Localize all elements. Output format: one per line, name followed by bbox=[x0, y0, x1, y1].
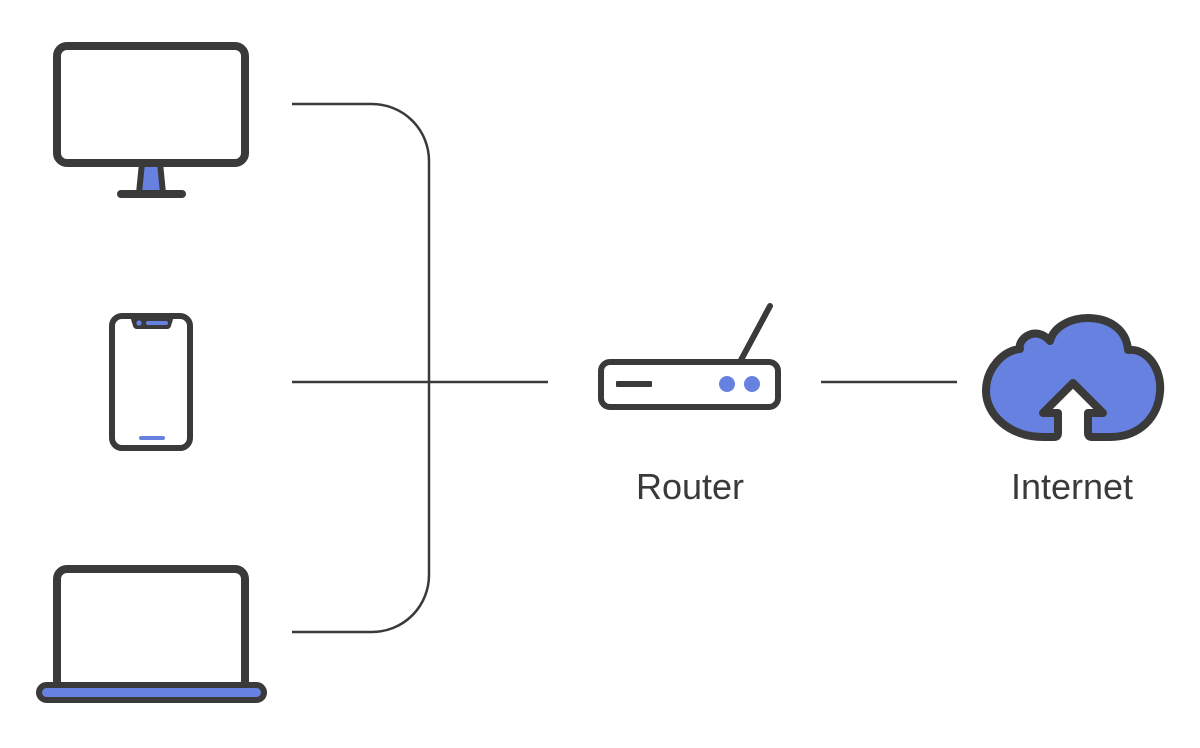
phone-home-bar bbox=[139, 436, 165, 440]
router-slot bbox=[616, 381, 652, 387]
router-body bbox=[598, 359, 781, 410]
router-antenna bbox=[738, 303, 773, 363]
router-light-1 bbox=[719, 376, 735, 392]
cloud-shape bbox=[982, 314, 1165, 441]
laptop-base bbox=[36, 682, 267, 703]
router-icon bbox=[598, 303, 781, 410]
router-light-2 bbox=[744, 376, 760, 392]
desktop-monitor-icon bbox=[53, 42, 249, 198]
phone-camera bbox=[136, 320, 142, 326]
phone-speaker bbox=[146, 321, 168, 325]
monitor-screen bbox=[53, 42, 249, 167]
internet-label: Internet bbox=[1010, 466, 1134, 507]
phone-body bbox=[109, 313, 193, 451]
router-label: Router bbox=[635, 466, 745, 507]
cloud-upload-icon bbox=[982, 314, 1165, 441]
connector-lines bbox=[292, 102, 957, 634]
laptop-icon bbox=[36, 565, 267, 703]
monitor-stand bbox=[136, 160, 166, 196]
smartphone-icon bbox=[109, 313, 193, 451]
connector-desktop-to-bus bbox=[292, 102, 431, 382]
laptop-screen bbox=[53, 565, 249, 695]
connector-laptop-to-bus bbox=[292, 382, 431, 634]
